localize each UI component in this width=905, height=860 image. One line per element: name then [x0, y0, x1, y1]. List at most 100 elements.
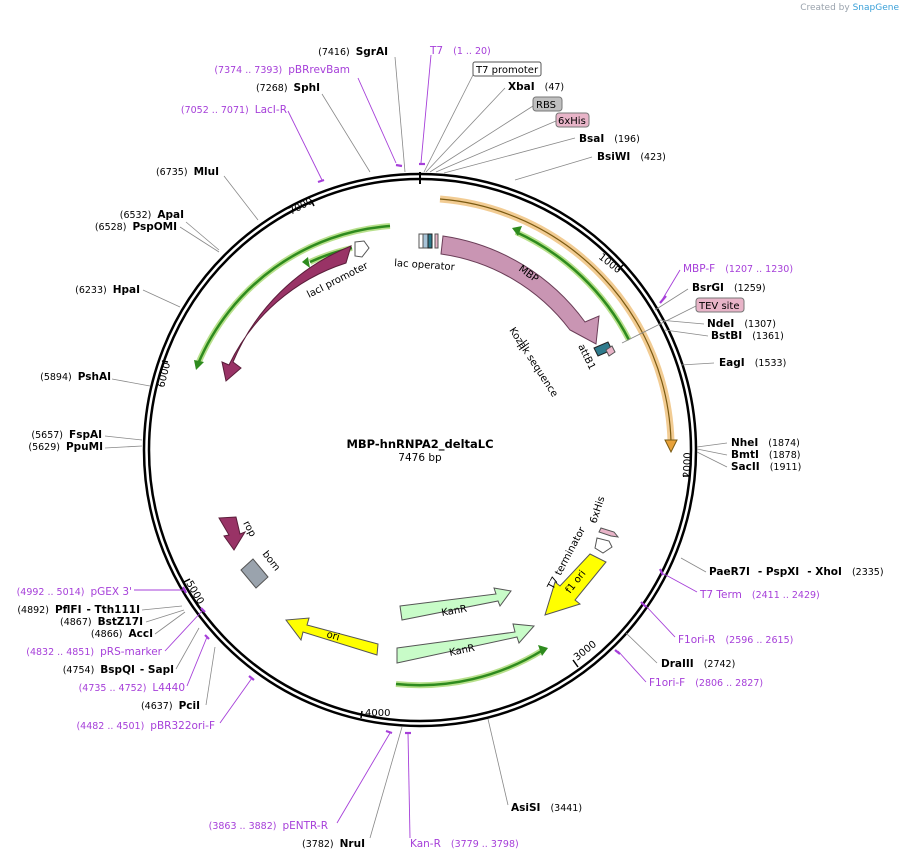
- primer-pgex3: (4992 .. 5014)pGEX 3': [17, 586, 132, 598]
- credit-prefix: Created by: [800, 3, 850, 13]
- site-left-pflfi: (4892)PflFI- Tth111I: [17, 604, 140, 616]
- kanr-arrow-1: [399, 587, 512, 621]
- sixhis-label: 6xHis: [558, 116, 586, 127]
- site-left-apai: (6532)ApaI: [120, 209, 184, 221]
- sixhis-box: [434, 233, 439, 249]
- tick-1000-mark: [617, 263, 625, 271]
- plasmid-length: 7476 bp: [398, 452, 442, 464]
- leader-bstbi: [664, 329, 709, 337]
- mark-prs-marker: [200, 607, 206, 613]
- kozak-mark-2: [518, 342, 530, 351]
- site-right-asisi: AsiSI(3441): [511, 802, 582, 814]
- rop-arrow: [218, 516, 247, 551]
- site-left-fspai: (5657)FspAI: [31, 429, 102, 441]
- leader-pcii: [205, 646, 216, 706]
- orf-green-kan: [395, 648, 544, 687]
- tick-6000: 6000: [156, 361, 173, 388]
- t7-promoter-label: T7 promoter: [475, 65, 539, 76]
- label-bom: bom: [260, 549, 282, 573]
- kozak-mark-1: [516, 339, 528, 348]
- primer-f1ori-f: F1ori-F(2806 .. 2827): [649, 677, 763, 689]
- mark-pbrrevbam: [395, 163, 403, 168]
- leader-lines: [104, 56, 728, 839]
- leader-bstz17i: [145, 609, 185, 623]
- leader-pflfi: [141, 605, 183, 611]
- mark-mbp-f: [659, 295, 667, 304]
- mbp-feature-arrow: [440, 235, 600, 345]
- site-left-pspomi: (6528)PspOMI: [95, 221, 177, 233]
- orf-orange-line: [439, 198, 672, 442]
- leader-xbai: [425, 87, 506, 173]
- leader-mlui: [223, 175, 259, 221]
- site-left-pcii: (4637)PciI: [141, 700, 200, 712]
- tev-marker: [605, 345, 616, 357]
- site-left-sgrai: (7416)SgrAI: [318, 46, 388, 58]
- leader-pbrrevbam: [357, 77, 397, 164]
- primers-left: (7374 .. 7393)pBRrevBam (7052 .. 7071)La…: [17, 64, 350, 832]
- leader-sixhis: [435, 120, 557, 173]
- label-kanr-2: KanR: [448, 643, 476, 659]
- site-left-ppumi: (5629)PpuMI: [28, 441, 103, 453]
- site-right-bstbi: BstBI(1361): [711, 330, 784, 342]
- tick-4000-mark: [360, 710, 363, 719]
- leader-ppumi: [104, 445, 143, 449]
- tev-label-box: [695, 297, 745, 313]
- site-left-hpai: (6233)HpaI: [75, 284, 140, 296]
- primers-right: T7(1 .. 20) MBP-F(1207 .. 1230) T7 Term(…: [410, 45, 820, 850]
- mark-f1ori-f: [614, 649, 621, 655]
- primer-prs-marker: (4832 .. 4851)pRS-marker: [26, 646, 162, 658]
- leader-kan-r: [407, 732, 411, 839]
- tick-7000-mark: [310, 199, 315, 207]
- tick-5000: 5000: [183, 579, 205, 607]
- leader-asisi: [487, 718, 509, 806]
- leader-acci: [154, 611, 186, 635]
- leader-fspai: [104, 435, 143, 441]
- site-right-eagi: EagI(1533): [719, 357, 786, 369]
- f1ori-feature-arrow: [544, 553, 607, 616]
- site-left-pshai: (5894)PshAI: [40, 371, 111, 383]
- sixhis-label-box: [555, 112, 590, 128]
- leader-f1ori-r: [644, 604, 676, 638]
- site-left-sphi: (7268)SphI: [256, 82, 320, 94]
- leader-nrui: [369, 726, 403, 839]
- site-left-mlui: (6735)MluI: [156, 166, 219, 178]
- site-right-bsiwi: BsiWI(423): [597, 151, 666, 163]
- t7-promoter-label-box: [472, 61, 542, 77]
- leader-sacii: [696, 451, 728, 468]
- leader-bsrgi: [654, 288, 689, 311]
- leader-pbr322ori-f: [219, 677, 253, 724]
- leader-eagi: [680, 362, 715, 366]
- leader-mbp-f: [661, 269, 681, 301]
- primer-l4440: (4735 .. 4752)L4440: [79, 682, 185, 694]
- orf-orange-arc: [439, 195, 675, 442]
- label-ori: ori: [325, 629, 341, 643]
- tev-label: TEV site: [698, 301, 740, 312]
- label-kozak: Kozak sequence: [506, 326, 559, 400]
- site-right-bmti: BmtI(1878): [731, 449, 800, 461]
- lac-operator-box: [418, 233, 424, 249]
- primer-pbr322ori-f: (4482 .. 4501)pBR322ori-F: [76, 720, 215, 732]
- leader-bspqi: [175, 627, 200, 670]
- leader-sgrai: [394, 56, 406, 173]
- label-attb1: attB1: [575, 342, 597, 371]
- leader-draiii: [625, 632, 658, 664]
- leader-t7: [420, 54, 432, 164]
- leader-t7term: [663, 573, 698, 593]
- tick-6000-mark: [161, 360, 169, 363]
- site-right-sacii: SacII(1911): [731, 461, 801, 473]
- primer-pbrrevbam: (7374 .. 7393)pBRrevBam: [214, 64, 350, 76]
- laci-feature-arrow: [221, 245, 352, 382]
- mark-pgex3: [182, 586, 187, 594]
- orf-green-mbp-head: [512, 226, 522, 236]
- mark-l4440: [204, 634, 210, 640]
- primer-leaders: [134, 54, 698, 839]
- label-sixhis-lower: 6xHis: [588, 495, 607, 525]
- mark-pentr-r: [385, 729, 393, 735]
- t7-promoter-box: [422, 233, 429, 249]
- rbs-box: [427, 233, 433, 249]
- rbs-label-box: [532, 96, 563, 112]
- leader-rbs: [429, 105, 534, 173]
- mark-t7term: [659, 568, 664, 576]
- leader-bsai: [443, 137, 576, 174]
- mark-laci-r: [317, 178, 325, 184]
